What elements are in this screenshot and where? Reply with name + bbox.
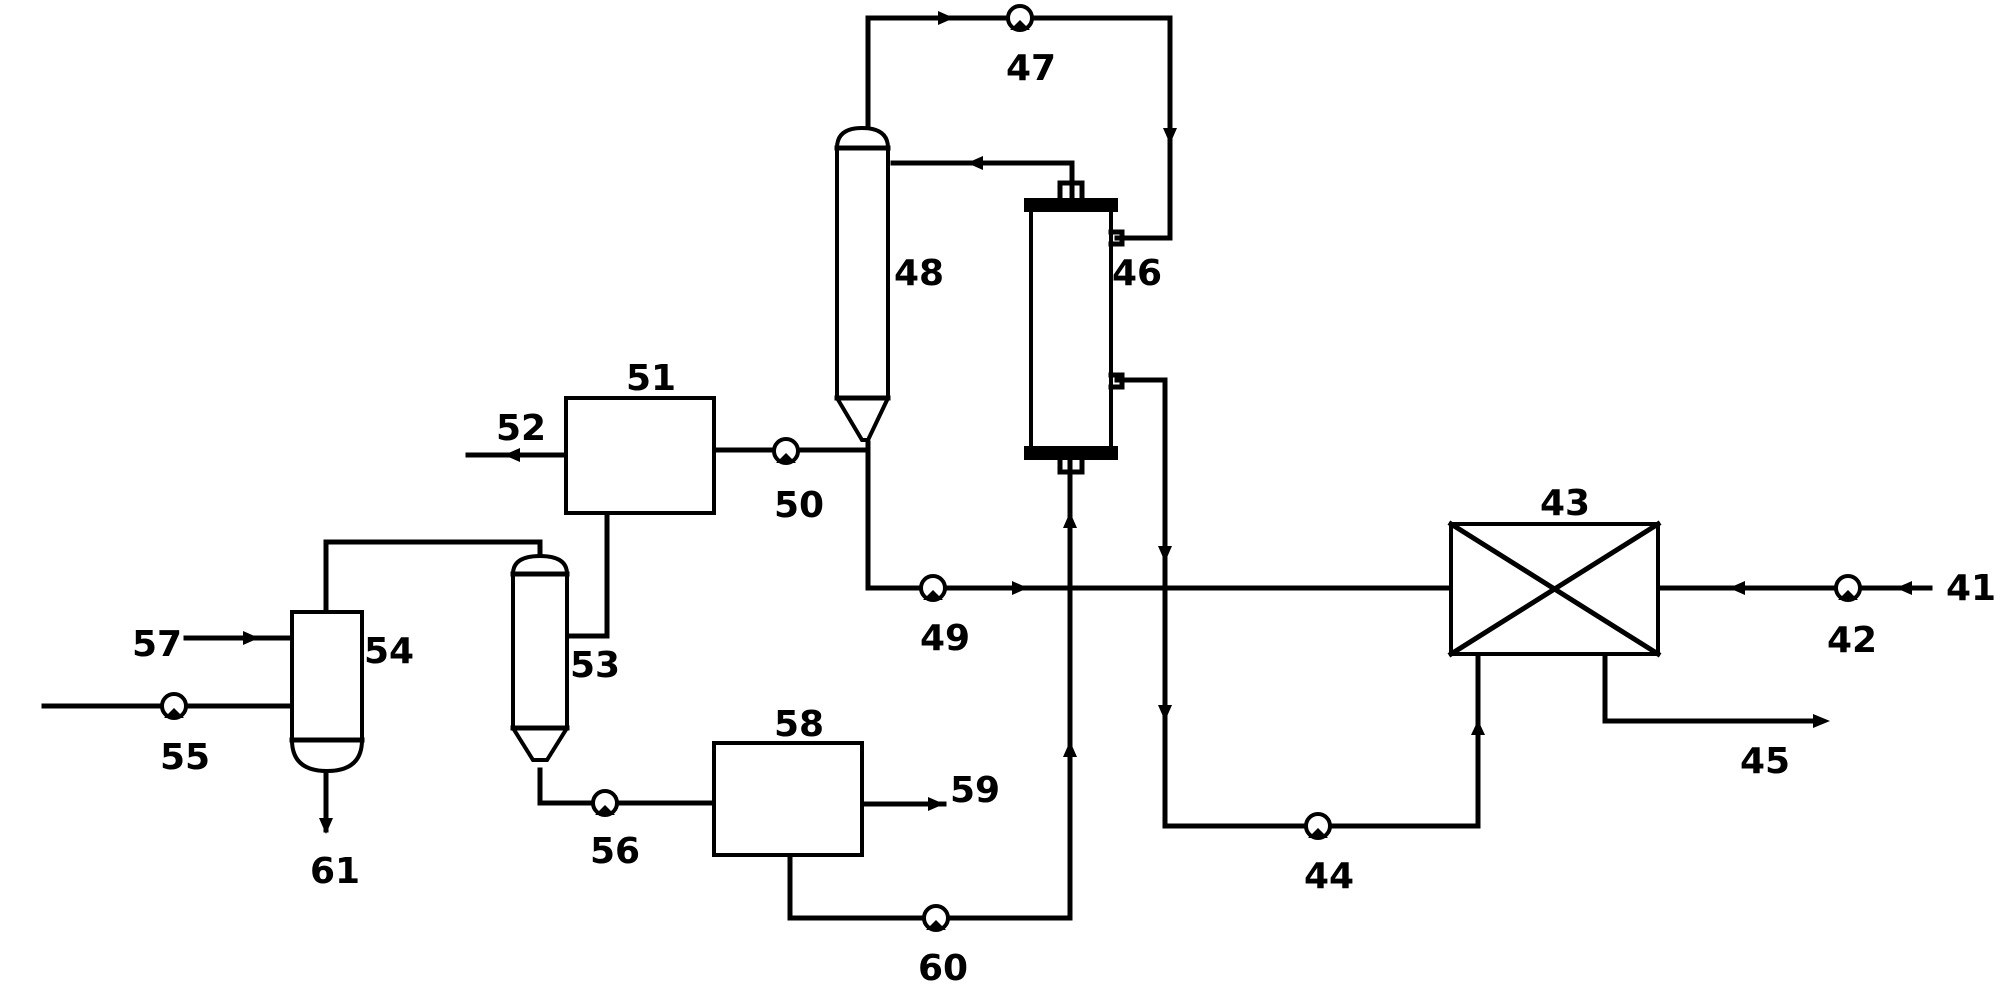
label-41: 41 [1946,568,1996,609]
arrow-61 [319,818,333,834]
arrow-43-down [1471,720,1485,735]
tank-51 [564,396,716,515]
label-57: 57 [132,624,182,665]
arrow-59 [928,797,944,811]
reactor-46 [1024,180,1125,475]
arrow-into-43 [1729,581,1745,595]
arrow-47-down [1163,128,1177,144]
column-53 [510,553,570,762]
label-52: 52 [496,408,546,449]
pipe-53-to-54 [323,539,543,615]
tank-58 [712,741,864,857]
arrow-47 [938,11,954,25]
number-labels: 41 42 43 44 45 46 47 48 49 50 51 52 53 5… [132,48,1996,989]
label-43: 43 [1540,483,1590,524]
arrow-after-49 [1012,581,1028,595]
pipe-43-to-44 [1114,377,1481,829]
label-58: 58 [774,704,824,745]
arrow-52 [504,448,520,462]
label-50: 50 [774,485,824,526]
label-49: 49 [920,618,970,659]
label-46: 46 [1112,253,1162,294]
arrow-57 [243,631,259,645]
label-47: 47 [1006,48,1056,89]
pipe-43-to-48 [865,440,1454,591]
arrow-44-up [1158,546,1172,562]
label-56: 56 [590,831,640,872]
label-48: 48 [894,253,944,294]
label-53: 53 [570,645,620,686]
pump-55 [160,692,188,720]
pump-42 [1834,574,1862,602]
arrow-60-up-2 [1063,512,1077,528]
label-60: 60 [918,948,968,989]
label-61: 61 [310,851,360,892]
arrow-44-down [1158,705,1172,721]
label-45: 45 [1740,741,1790,782]
pipe-53-to-58 [537,767,720,806]
arrow-45 [1813,714,1830,728]
pump-50 [772,437,800,465]
arrow-46-to-48 [967,156,983,170]
label-59: 59 [950,770,1000,811]
pump-47 [1006,4,1034,32]
label-51: 51 [626,358,676,399]
pipe-48-to-47 [865,15,1173,241]
column-48 [834,125,891,442]
pump-56 [591,789,619,817]
vessel-54 [289,610,365,774]
pump-49 [919,574,947,602]
flow-arrows [243,11,1912,834]
pump-60 [922,904,950,932]
label-42: 42 [1827,620,1877,661]
pipe-43-to-45 [1602,651,1821,724]
arrow-60-up-1 [1063,741,1077,757]
exchanger-43 [1447,520,1662,658]
label-55: 55 [160,737,210,778]
pump-44 [1304,812,1332,840]
pipe-51-to-53 [567,510,610,639]
arrow-41 [1896,581,1912,595]
label-44: 44 [1304,856,1354,897]
label-54: 54 [364,631,414,672]
